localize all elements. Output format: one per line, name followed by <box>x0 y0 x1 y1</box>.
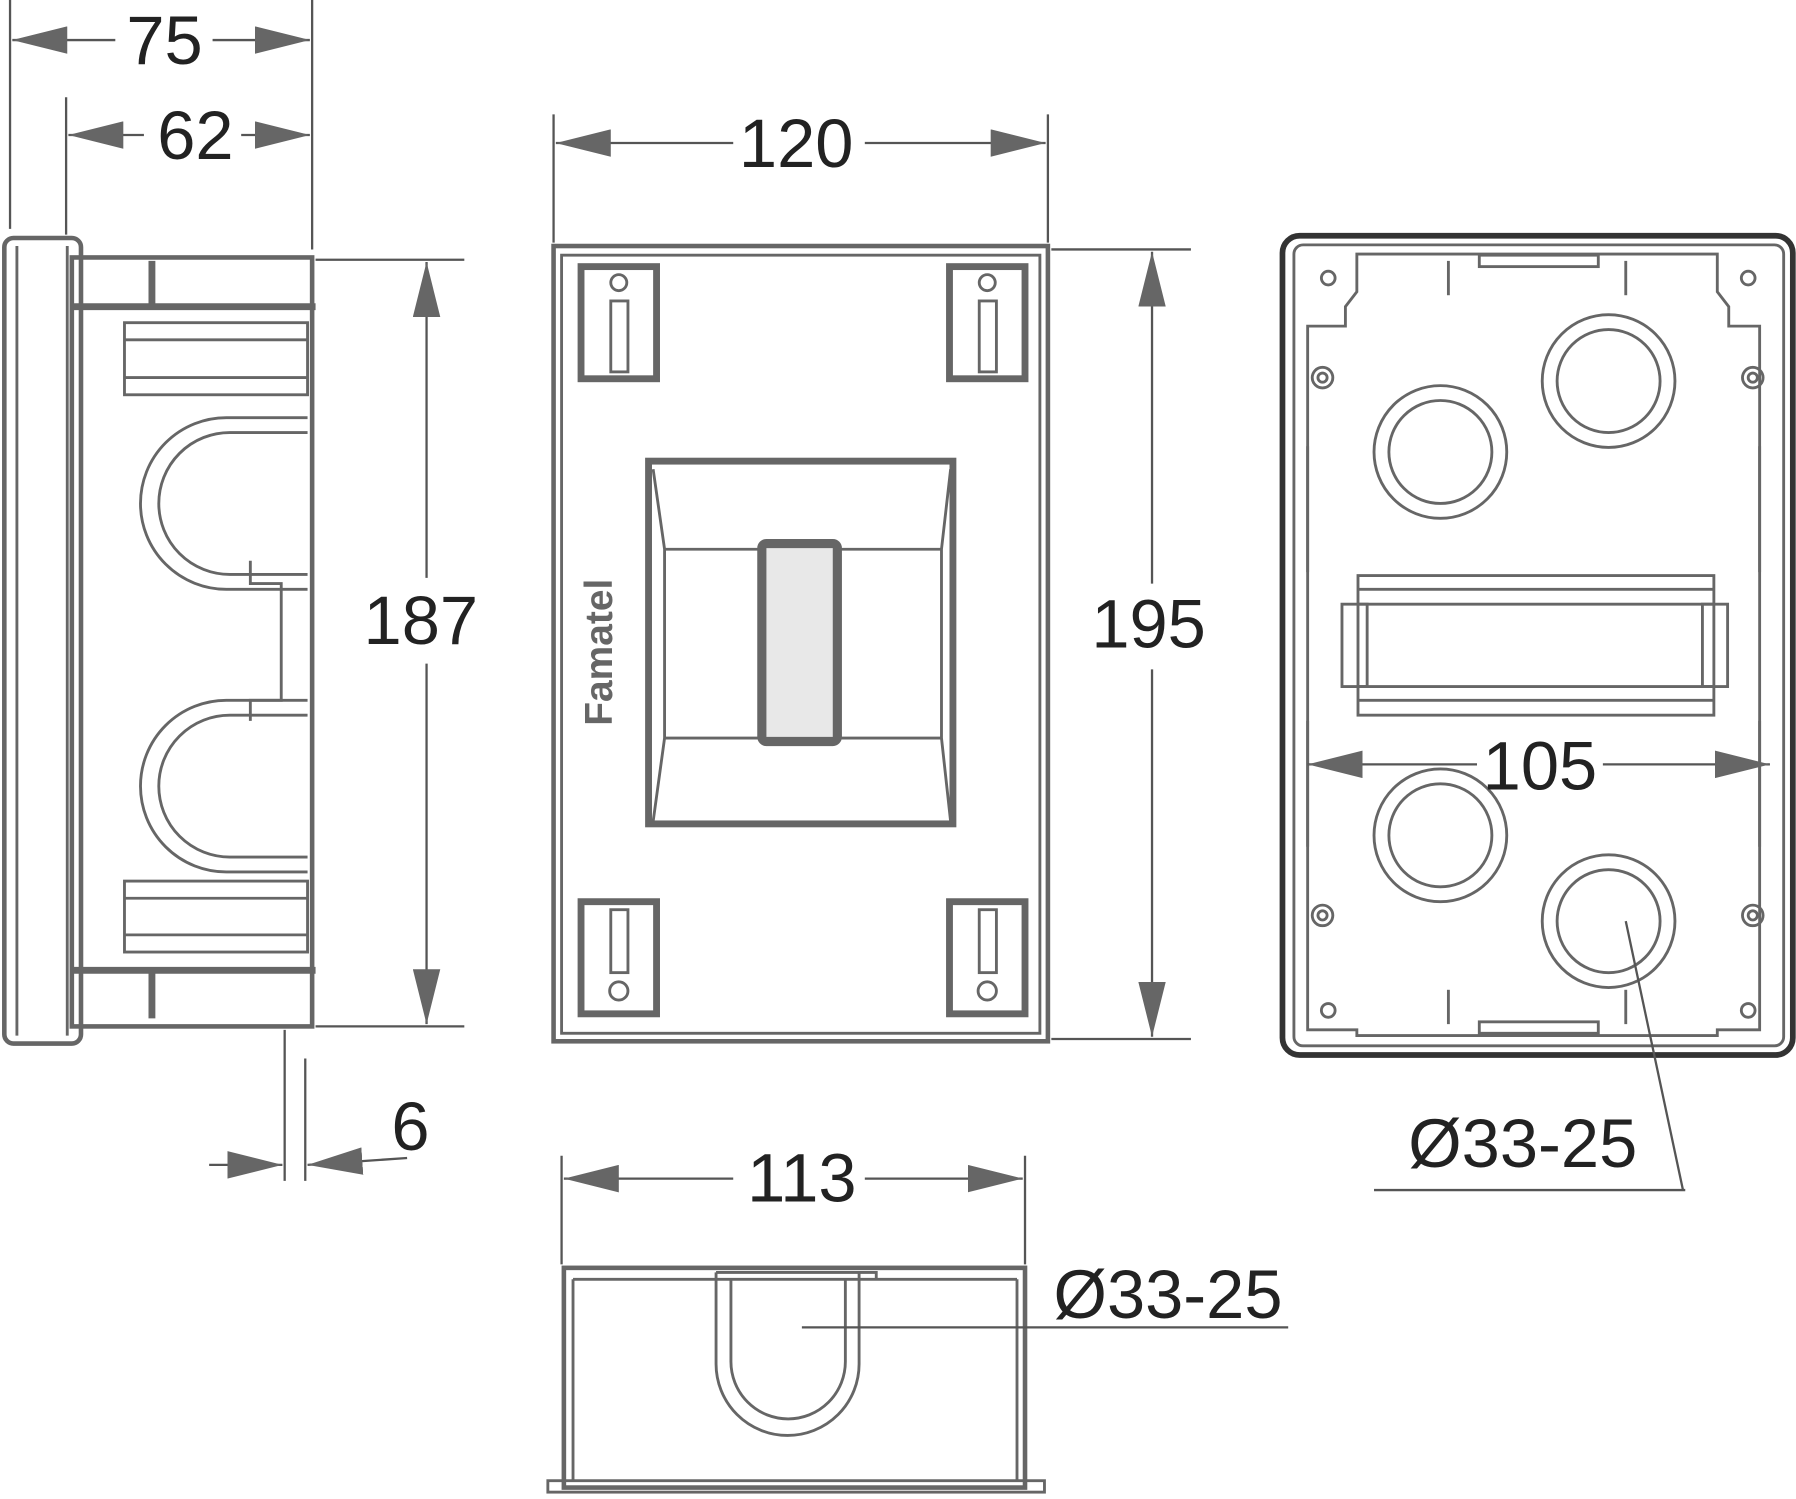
side-body <box>69 255 315 1029</box>
screw-boss <box>1741 903 1765 928</box>
side-bracket-top <box>123 321 309 397</box>
clip-bottom-right <box>946 898 1029 1018</box>
dim-113: 113 <box>747 1139 856 1216</box>
side-view: 75 62 187 6 <box>2 0 479 1181</box>
knockout <box>1540 853 1677 989</box>
knockout <box>1372 384 1509 520</box>
famatel-logo: Famatel <box>578 579 621 726</box>
breaker-opening-frame <box>645 457 957 828</box>
dim-62: 62 <box>157 97 233 174</box>
dim-120: 120 <box>739 105 854 182</box>
side-flange <box>2 235 84 1046</box>
side-knockout-upper <box>139 416 308 591</box>
dim-105: 105 <box>1483 728 1598 805</box>
dim-bottom-knockout: Ø33-25 <box>1054 1256 1283 1333</box>
front-view: Famatel 120 195 <box>551 105 1206 1044</box>
dim-195: 195 <box>1091 586 1206 663</box>
clip-top-right <box>946 263 1029 383</box>
dim-back-knockout: Ø33-25 <box>1408 1105 1637 1182</box>
bottom-outline <box>561 1265 1028 1490</box>
clip-top-left <box>577 263 660 383</box>
back-inner-profile <box>1306 252 1762 1037</box>
dim-187: 187 <box>364 582 479 659</box>
mounting-hole <box>1739 1002 1757 1019</box>
clip-bottom-left <box>577 898 660 1018</box>
side-knockout-lower <box>139 698 308 874</box>
knockout <box>1540 313 1677 449</box>
mounting-hole <box>1319 1002 1337 1019</box>
screw-boss <box>1741 365 1765 390</box>
leader-line <box>1624 920 1685 1191</box>
breaker-window <box>757 538 842 747</box>
screw-boss <box>1310 903 1335 928</box>
mounting-hole <box>1319 269 1337 287</box>
back-box-outline <box>1279 232 1796 1058</box>
front-cover-outline <box>551 243 1051 1044</box>
screw-boss <box>1310 365 1335 390</box>
side-bracket-bottom <box>123 879 309 954</box>
dim-6: 6 <box>391 1088 429 1165</box>
din-rail <box>1340 574 1730 717</box>
mounting-hole <box>1739 269 1757 287</box>
knockout <box>1372 767 1509 904</box>
dim-75: 75 <box>126 2 202 79</box>
bottom-view: 113 Ø33-25 <box>546 1139 1289 1494</box>
back-view: 105 Ø33-25 <box>1279 232 1796 1192</box>
bottom-knockout <box>714 1271 878 1437</box>
